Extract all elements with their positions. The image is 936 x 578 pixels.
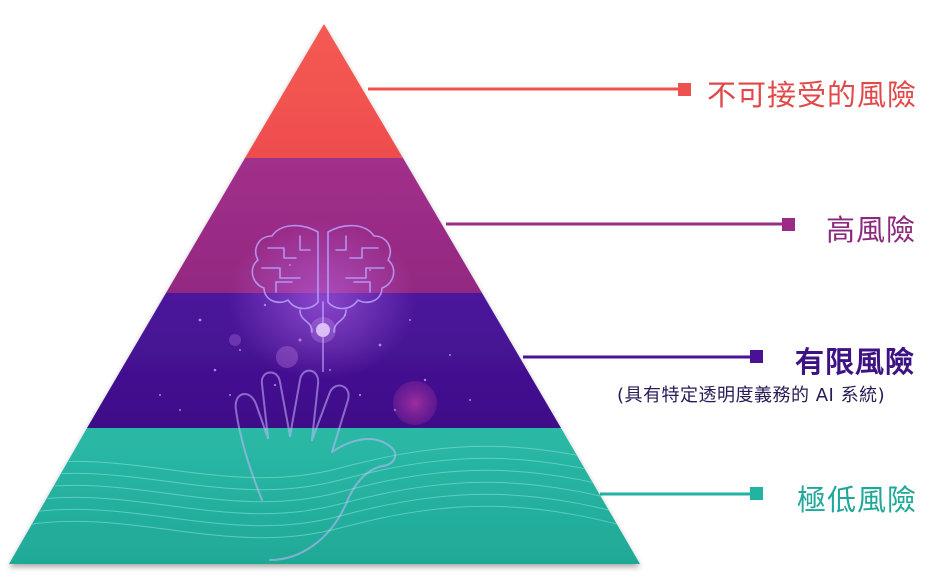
connector-tier3-marker <box>750 350 763 363</box>
wave-lines <box>9 445 640 539</box>
tier-4-label: 極低風險 <box>797 483 918 517</box>
tier-3-sublabel: (具有特定透明度義務的 AI 系統) <box>617 385 886 406</box>
tier-2-label: 高風險 <box>826 213 917 247</box>
orb <box>393 381 437 425</box>
connector-tier1-marker <box>678 83 691 96</box>
hand-illustration <box>234 369 397 561</box>
connector-tier2-marker <box>782 218 795 231</box>
connector-lines <box>368 83 795 500</box>
tier-1-label: 不可接受的風險 <box>707 78 918 112</box>
tier-3-label: 有限風險 <box>795 345 916 379</box>
tier-4-minimal-risk <box>9 428 640 564</box>
tier-1-unacceptable-risk <box>245 24 403 158</box>
connector-tier4-marker <box>750 487 763 500</box>
orb <box>276 346 298 368</box>
orb <box>229 334 241 346</box>
ai-illustration <box>9 220 640 561</box>
brain-circuit-icon <box>251 224 395 333</box>
